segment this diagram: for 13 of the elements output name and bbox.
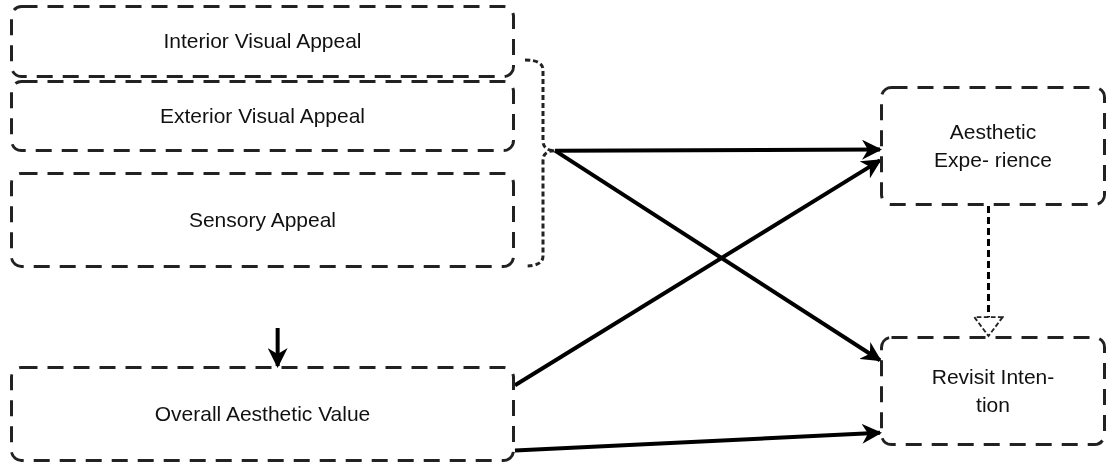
node-label: Revisit Inten- tion xyxy=(930,363,1056,418)
node-label: Overall Aesthetic Value xyxy=(154,400,371,427)
process-box xyxy=(880,86,1106,206)
group-bracket xyxy=(525,60,555,266)
node-label: Sensory Appeal xyxy=(188,206,337,233)
node-label: Aesthetic Expe- rience xyxy=(933,118,1053,173)
process-box xyxy=(10,5,515,78)
node-label: Interior Visual Appeal xyxy=(163,28,362,55)
process-box xyxy=(10,80,515,152)
process-box xyxy=(10,366,515,462)
process-box xyxy=(880,336,1106,446)
node-label: Exterior Visual Appeal xyxy=(159,102,366,129)
process-box xyxy=(10,172,515,268)
